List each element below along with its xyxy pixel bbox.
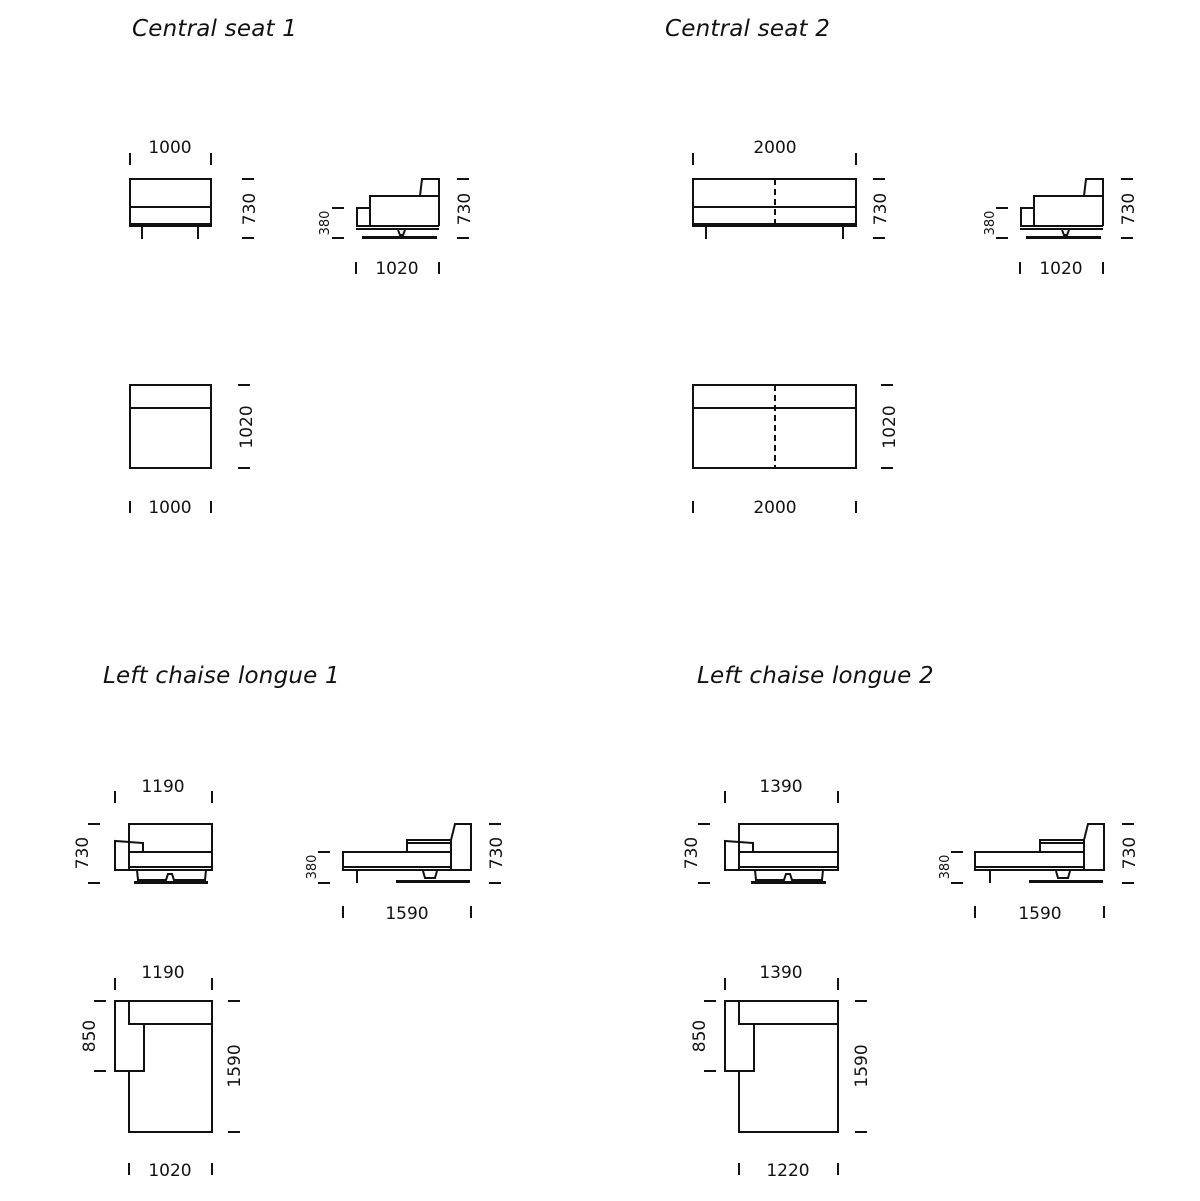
dim-height: 730 bbox=[487, 837, 507, 869]
dim-seat-width: 1220 bbox=[766, 1161, 809, 1181]
chaise-2-front-view: 1390 730 bbox=[682, 777, 839, 884]
central-seat-2-top-view: 1020 2000 bbox=[692, 384, 900, 518]
title-left-chaise-longue-2: Left chaise longue 2 bbox=[697, 663, 934, 689]
dim-width: 1000 bbox=[148, 138, 191, 158]
central-seat-1-top-view: 1020 1000 bbox=[129, 384, 257, 518]
dim-depth: 1590 bbox=[225, 1044, 245, 1087]
dim-width: 1190 bbox=[141, 963, 184, 983]
dim-depth: 1020 bbox=[375, 259, 418, 279]
dim-width: 1390 bbox=[759, 963, 802, 983]
dim-depth: 1590 bbox=[385, 904, 428, 924]
dim-width: 1000 bbox=[148, 498, 191, 518]
chaise-2-side-view: 380 730 1590 bbox=[938, 823, 1140, 924]
dim-height: 730 bbox=[240, 193, 260, 225]
title-central-seat-1: Central seat 1 bbox=[132, 16, 298, 42]
dim-width: 2000 bbox=[753, 498, 796, 518]
central-seat-2-front-view: 2000 730 bbox=[692, 138, 891, 239]
dim-seat-height: 380 bbox=[305, 855, 320, 880]
chaise-1-top-view: 1190 850 1590 1020 bbox=[80, 963, 245, 1181]
chaise-2-top-view: 1390 850 1590 1220 bbox=[690, 963, 872, 1181]
dim-height: 730 bbox=[871, 193, 891, 225]
dim-width: 1390 bbox=[759, 777, 802, 797]
dim-depth: 1020 bbox=[880, 405, 900, 448]
dim-height: 730 bbox=[682, 837, 702, 869]
central-seat-1-front-view: 1000 730 bbox=[129, 138, 260, 239]
dim-seat-width: 1020 bbox=[148, 1161, 191, 1181]
dim-arm-depth: 850 bbox=[80, 1020, 100, 1052]
dim-height: 730 bbox=[1119, 193, 1139, 225]
dim-width: 1190 bbox=[141, 777, 184, 797]
dim-width: 2000 bbox=[753, 138, 796, 158]
dim-height: 730 bbox=[73, 837, 93, 869]
chaise-1-front-view: 1190 730 bbox=[73, 777, 213, 884]
dim-seat-height: 380 bbox=[983, 211, 998, 236]
dim-height: 730 bbox=[455, 193, 475, 225]
dim-seat-height: 380 bbox=[318, 211, 333, 236]
central-seat-1-side-view: 380 730 1020 bbox=[318, 178, 475, 279]
dim-depth: 1020 bbox=[1039, 259, 1082, 279]
dim-seat-height: 380 bbox=[938, 855, 953, 880]
title-central-seat-2: Central seat 2 bbox=[665, 16, 831, 42]
dim-arm-depth: 850 bbox=[690, 1020, 710, 1052]
title-left-chaise-longue-1: Left chaise longue 1 bbox=[103, 663, 340, 689]
dim-depth: 1590 bbox=[852, 1044, 872, 1087]
dim-depth: 1020 bbox=[237, 405, 257, 448]
central-seat-2-side-view: 380 730 1020 bbox=[983, 178, 1139, 279]
dim-height: 730 bbox=[1120, 837, 1140, 869]
dim-depth: 1590 bbox=[1018, 904, 1061, 924]
chaise-1-side-view: 380 730 1590 bbox=[305, 823, 507, 924]
